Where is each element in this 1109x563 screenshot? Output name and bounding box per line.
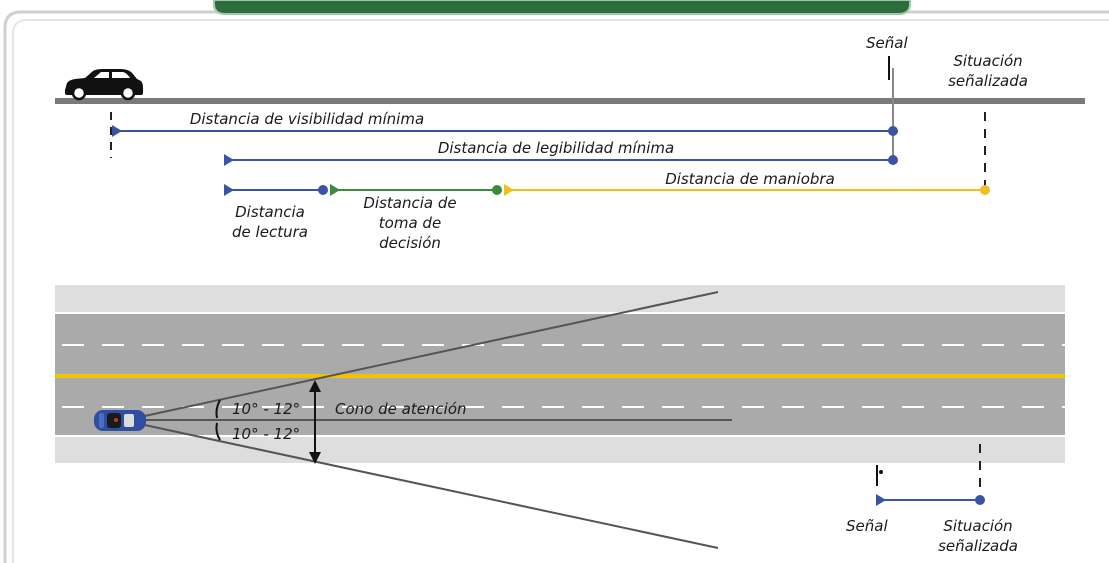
situation-label-top-2: señalizada xyxy=(948,72,1028,90)
visibility-distance-label: Distancia de visibilidad mínima xyxy=(190,110,424,128)
car-icon xyxy=(65,69,143,101)
legibility-distance-line xyxy=(224,154,898,166)
legibility-distance-label: Distancia de legibilidad mínima xyxy=(438,139,674,157)
road-line xyxy=(55,98,1085,104)
bottom-sign-marker xyxy=(876,465,883,486)
frame-border-inner xyxy=(12,19,1109,563)
road-shoulder-bottom xyxy=(55,437,1065,463)
angle-label-lower: 10° - 12° xyxy=(232,425,300,443)
visibility-distance-line xyxy=(112,125,898,137)
frame-border xyxy=(3,10,1109,563)
angle-arc-lower xyxy=(215,422,221,441)
reading-distance-label-2: de lectura xyxy=(232,223,308,241)
decision-distance-line xyxy=(330,184,502,196)
sign-label-bottom: Señal xyxy=(846,517,888,535)
decision-distance-label-1: Distancia de xyxy=(363,194,456,212)
center-line xyxy=(55,374,1065,378)
cone-lower-line xyxy=(139,423,719,549)
car-top-icon xyxy=(94,410,146,431)
maneuver-distance-label: Distancia de maniobra xyxy=(665,170,835,188)
sign-label-top: Señal xyxy=(866,34,908,52)
bottom-legend-line xyxy=(876,494,985,506)
situation-label-top-1: Situación xyxy=(953,52,1022,70)
attention-cone-label: Cono de atención xyxy=(335,400,467,418)
decision-distance-label-2: toma de xyxy=(379,214,441,232)
angle-arc-upper xyxy=(215,399,221,419)
cone-upper-line xyxy=(139,291,719,418)
road-shoulder-top xyxy=(55,285,1065,312)
maneuver-distance-line xyxy=(504,184,990,196)
reading-distance-label-1: Distancia xyxy=(235,203,305,221)
angle-label-upper: 10° - 12° xyxy=(232,400,300,418)
decision-distance-label-3: decisión xyxy=(379,234,441,252)
cone-width-arrow xyxy=(309,380,321,464)
situation-label-bottom-2: señalizada xyxy=(938,537,1018,555)
header-tab xyxy=(213,0,911,15)
reading-distance-line xyxy=(224,184,328,196)
situation-label-bottom-1: Situación xyxy=(943,517,1012,535)
